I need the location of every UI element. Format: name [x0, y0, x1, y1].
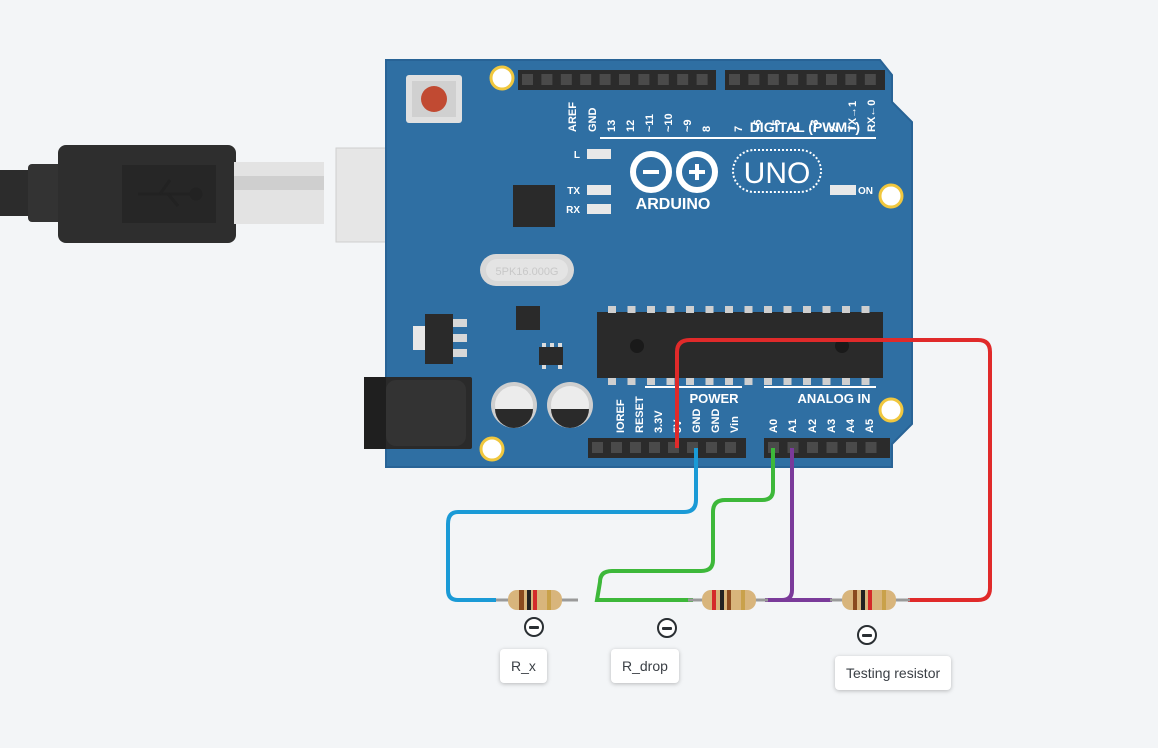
- analog-pin-labels: A0 A1 A2 A3 A4 A5: [768, 418, 876, 433]
- board.power-pin-label: RESET: [634, 396, 646, 433]
- board.digital-pin-label: RX←0: [866, 100, 878, 132]
- board.digital-pin-label: 7: [733, 126, 745, 132]
- resistor-testing[interactable]: [830, 590, 910, 610]
- board.digital-pin-label: GND: [587, 108, 599, 133]
- usb-icon: [138, 179, 203, 207]
- board.analog-pin-label: A2: [807, 419, 819, 433]
- board.power-pin-label: GND: [691, 409, 703, 434]
- resistor-rdrop[interactable]: [688, 590, 768, 610]
- board.digital-pin-label: ~11: [644, 114, 656, 132]
- wire-gnd[interactable]: [446, 448, 698, 602]
- reset-button[interactable]: [406, 75, 462, 123]
- atmega-chip: [597, 306, 883, 385]
- tiny-chip: [539, 343, 563, 369]
- board.digital-pin-label: AREF: [567, 102, 579, 132]
- voltage-regulator: [413, 314, 467, 364]
- board.power-pin-label: GND: [710, 409, 722, 434]
- r2-label[interactable]: R_drop: [611, 649, 679, 683]
- board.digital-pin-label: TX→1: [847, 101, 859, 132]
- svg-text:ARDUINO: ARDUINO: [636, 196, 711, 213]
- mount-hole: [878, 397, 904, 423]
- arduino-board[interactable]: AREF GND 13 12 ~11 ~10 ~9 8 7 ~6 ~5 4 ~3 2 TX→1 RX←0 DI…: [364, 59, 913, 468]
- svg-text:RX: RX: [566, 205, 580, 216]
- led-tx: TX: [567, 185, 611, 197]
- board.digital-pin-label: 13: [606, 120, 618, 132]
- mount-hole: [878, 183, 904, 209]
- analog-header-label: ANALOG IN: [798, 391, 871, 406]
- r1-label[interactable]: R_x: [500, 649, 547, 683]
- digital-pin-labels: AREF GND 13 12 ~11 ~10 ~9 8 7 ~6 ~5 4 ~3 2 TX→1 RX←0: [567, 100, 878, 132]
- board.digital-pin-label: ~3: [809, 119, 821, 132]
- led-on: ON: [830, 185, 873, 197]
- board.analog-pin-label: A0: [768, 419, 780, 433]
- capacitor: [547, 382, 593, 428]
- board.analog-pin-label: A1: [787, 419, 799, 433]
- mount-hole: [489, 65, 515, 91]
- board.digital-pin-label: 2: [828, 126, 840, 132]
- board.digital-pin-label: ~9: [682, 119, 694, 132]
- svg-text:ON: ON: [858, 186, 873, 197]
- board.power-pin-label: 3.3V: [653, 410, 665, 433]
- remove-rx-icon[interactable]: [524, 617, 544, 637]
- board.analog-pin-label: A4: [845, 418, 857, 433]
- wire-a0[interactable]: [594, 448, 775, 602]
- led-l: L: [574, 149, 611, 161]
- digital-header-label: DIGITAL (PWM~): [750, 119, 860, 135]
- wire-a1[interactable]: [765, 448, 832, 602]
- board.digital-pin-label: 12: [625, 120, 637, 132]
- board.digital-pin-label: 8: [701, 126, 713, 132]
- board.power-pin-label: IOREF: [615, 399, 627, 433]
- remove-testing-icon[interactable]: [857, 625, 877, 645]
- model-label: UNO: [744, 157, 811, 190]
- remove-rdrop-icon[interactable]: [657, 618, 677, 638]
- dc-power-jack: [364, 377, 472, 449]
- small-chip: [516, 306, 540, 330]
- board.power-pin-label: Vin: [729, 416, 741, 433]
- r3-label[interactable]: Testing resistor: [835, 656, 952, 690]
- crystal-oscillator: 5PK16.000G: [480, 254, 574, 286]
- led-rx: RX: [566, 204, 611, 216]
- capacitor: [491, 382, 537, 428]
- resistor-rx[interactable]: [496, 590, 578, 610]
- board.digital-pin-label: 4: [790, 125, 802, 132]
- svg-text:TX: TX: [567, 186, 580, 197]
- mount-hole: [479, 436, 505, 462]
- board.digital-pin-label: ~6: [752, 119, 764, 132]
- header-holes: [522, 74, 877, 453]
- wire-5v[interactable]: [675, 338, 992, 602]
- board.analog-pin-label: A5: [864, 419, 876, 433]
- arduino-logo: ARDUINO UNO: [630, 149, 822, 213]
- power-header-label: POWER: [689, 391, 739, 406]
- svg-text:L: L: [574, 150, 580, 161]
- board.digital-pin-label: ~10: [663, 113, 675, 132]
- board.digital-pin-label: ~5: [771, 119, 783, 132]
- wires[interactable]: [446, 338, 992, 602]
- svg-text:5PK16.000G: 5PK16.000G: [496, 266, 559, 278]
- board.analog-pin-label: A3: [826, 419, 838, 433]
- usb-chip: [513, 185, 555, 227]
